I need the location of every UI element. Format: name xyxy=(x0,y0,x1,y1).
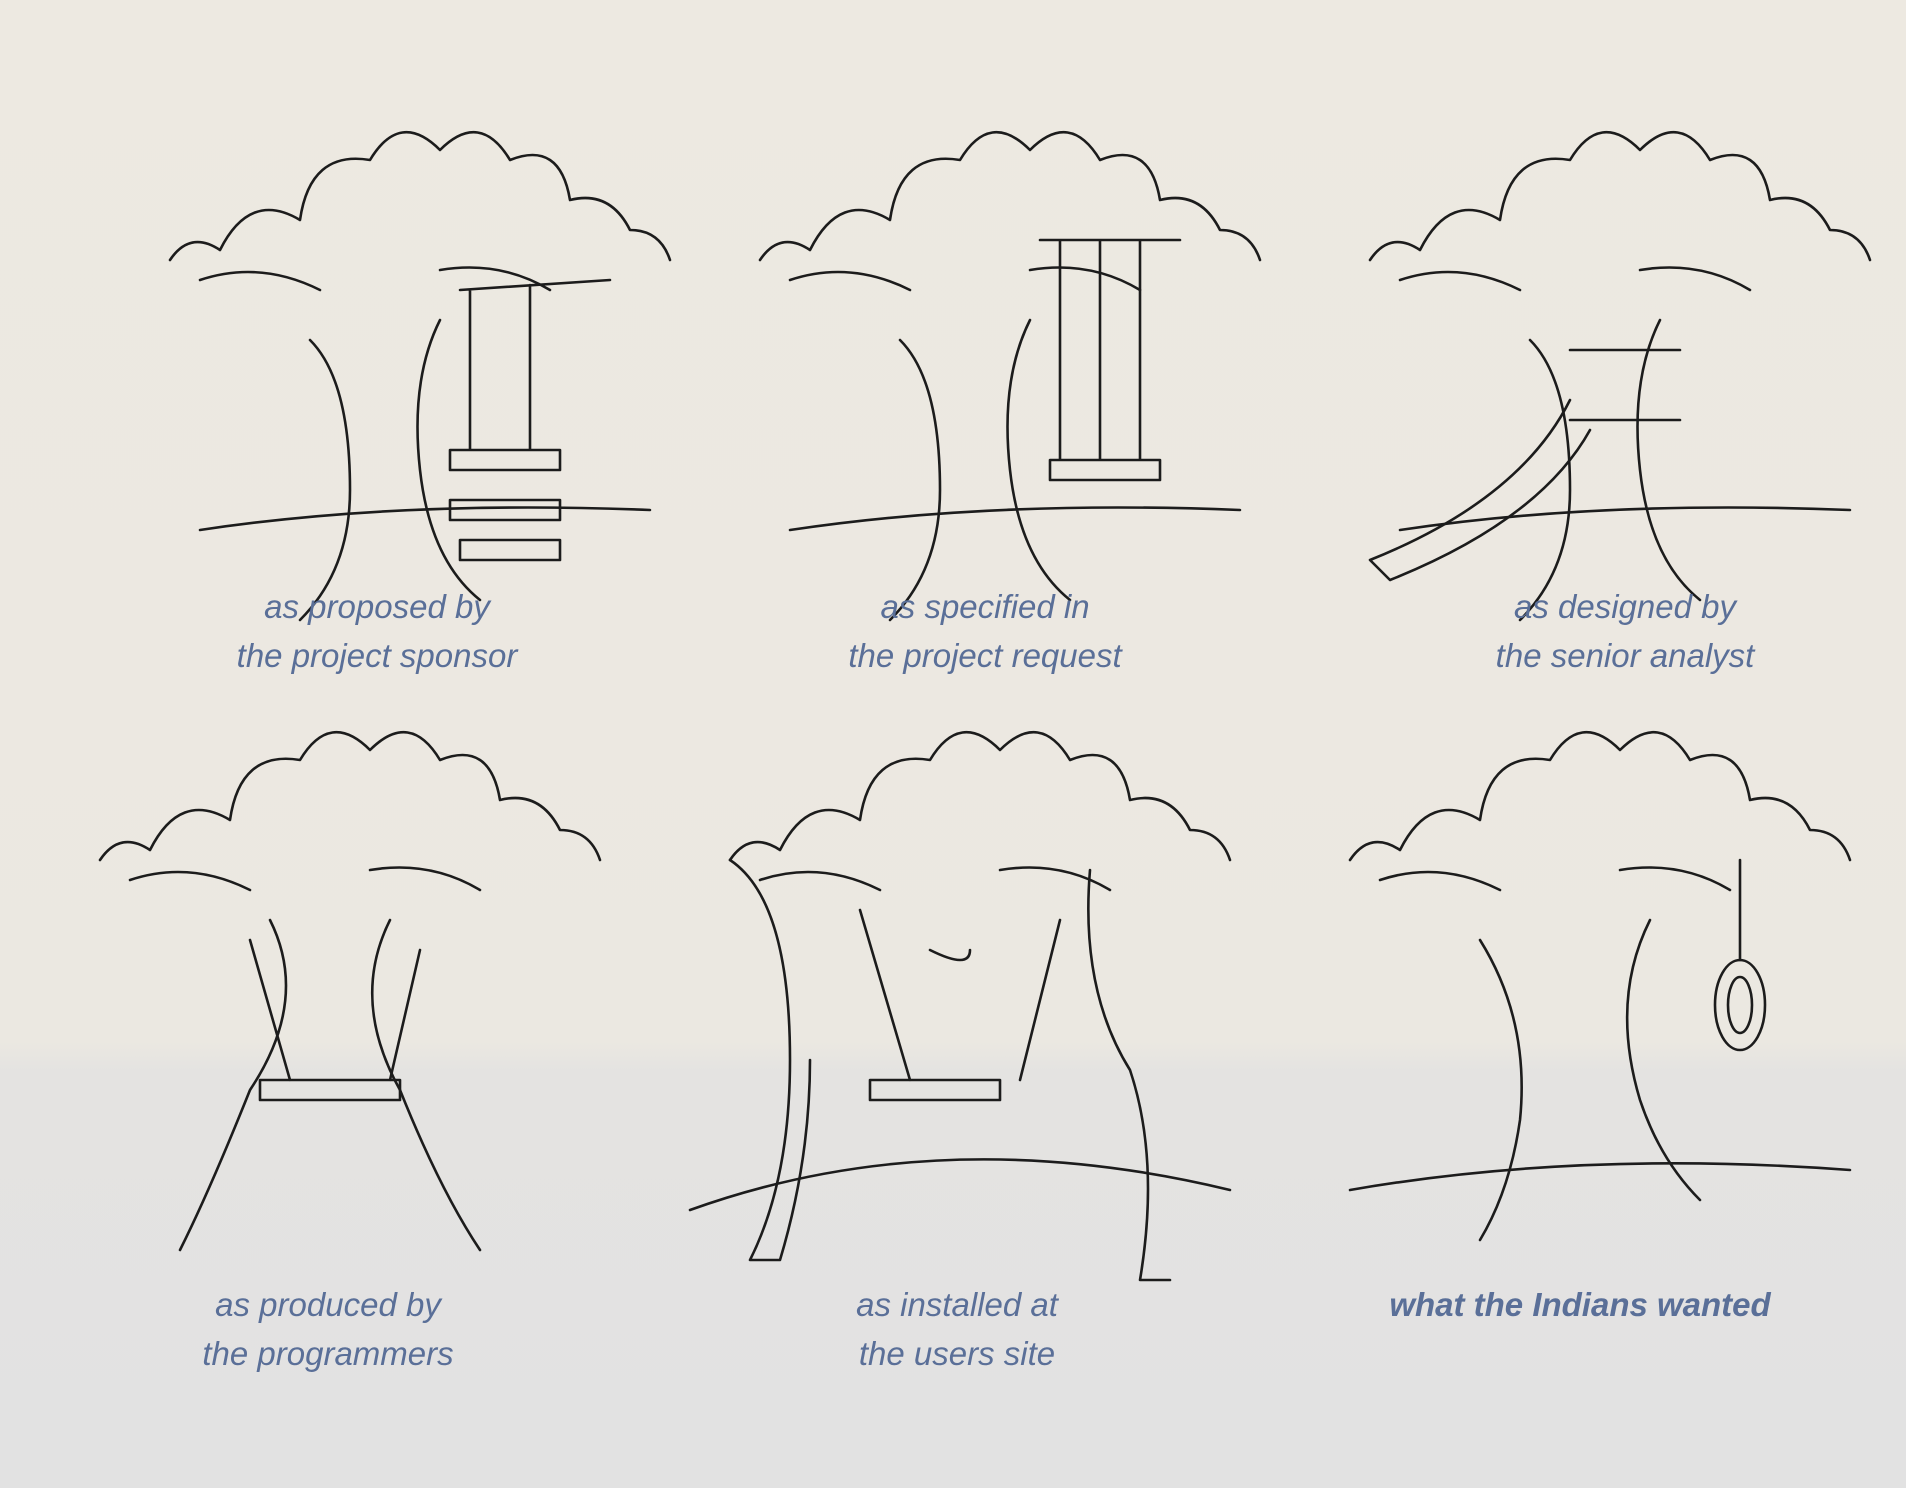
caption-line: the programmers xyxy=(202,1335,454,1372)
caption-line: the project request xyxy=(848,637,1122,674)
caption-line: as proposed by xyxy=(264,588,490,625)
caption-what-indians-wanted: what the Indians wanted xyxy=(1389,1280,1770,1329)
caption-programmers: as produced by the programmers xyxy=(202,1280,453,1378)
caption-line: as produced by xyxy=(215,1286,441,1323)
caption-project-sponsor: as proposed by the project sponsor xyxy=(237,582,518,680)
caption-line: what the Indians wanted xyxy=(1389,1286,1771,1323)
caption-line: as specified in xyxy=(880,588,1090,625)
caption-project-request: as specified in the project request xyxy=(848,582,1121,680)
caption-line: the project sponsor xyxy=(236,637,518,674)
tree-panel-2 xyxy=(758,130,1262,622)
caption-line: the senior analyst xyxy=(1495,637,1755,674)
caption-senior-analyst: as designed by the senior analyst xyxy=(1496,582,1755,680)
tree-panel-5 xyxy=(688,730,1232,1282)
caption-line: the users site xyxy=(858,1335,1056,1372)
tree-panel-1 xyxy=(168,130,672,622)
tree-panel-3 xyxy=(1368,130,1872,622)
caption-line: as designed by xyxy=(1514,588,1736,625)
tree-panel-4 xyxy=(98,730,602,1252)
caption-line: as installed at xyxy=(856,1286,1058,1323)
tree-panel-6 xyxy=(1348,730,1852,1242)
caption-users-site: as installed at the users site xyxy=(856,1280,1058,1378)
